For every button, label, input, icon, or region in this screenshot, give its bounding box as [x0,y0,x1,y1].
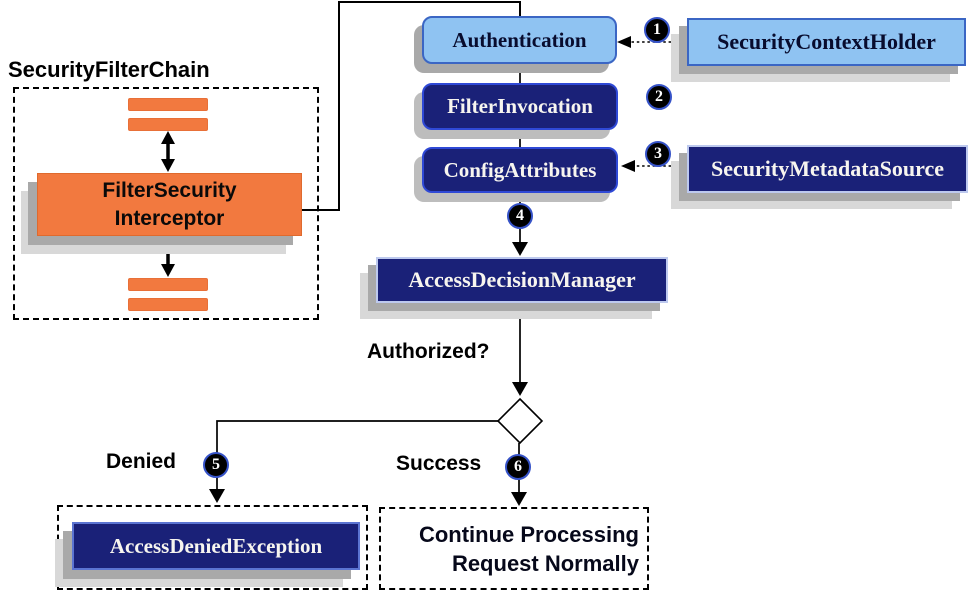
fsi-label-line2: Interceptor [114,206,225,230]
step-5-badge: 5 [203,452,229,478]
filter-bar-4 [128,298,208,311]
filter-bar-2 [128,118,208,131]
continue-processing-line2: Request Normally [451,550,639,576]
security-filter-chain-title: SecurityFilterChain [8,57,210,82]
fsi-label-line1: FilterSecurity [102,178,237,202]
success-outcome-box [379,507,649,590]
step-3-badge: 3 [645,141,671,167]
continue-processing-text: Continue Processing Request Normally [389,509,639,588]
arrowhead-into-diamond [512,382,528,396]
access-denied-exception-node: AccessDeniedException [72,522,360,570]
continue-processing-line1: Continue Processing [418,521,639,547]
arrowhead-into-adm [512,242,528,256]
security-metadata-source-node: SecurityMetadataSource [687,145,968,193]
authentication-node: Authentication [422,16,617,64]
arrowhead-into-denied-box [209,489,225,503]
denied-outcome-box [57,505,368,590]
step-4-badge: 4 [507,203,533,229]
success-label: Success [396,452,482,475]
step-1-badge: 1 [644,17,670,43]
arrowhead-into-success-box [511,492,527,506]
decision-diamond [496,397,544,445]
step-2-badge: 2 [646,84,672,110]
security-context-holder-node: SecurityContextHolder [687,18,966,66]
access-decision-manager-node: AccessDecisionManager [376,257,668,303]
filter-bar-3 [128,278,208,291]
arrowhead-sms-to-configattributes [621,160,635,172]
filter-invocation-node: FilterInvocation [422,83,618,130]
denied-label: Denied [106,450,177,473]
step-6-badge: 6 [505,454,531,480]
config-attributes-node: ConfigAttributes [422,147,618,193]
arrowhead-sch-to-authentication [617,36,631,48]
authorized-label: Authorized? [367,340,490,363]
filter-security-interceptor-node: FilterSecurity Interceptor [37,173,302,236]
filter-bar-1 [128,98,208,111]
